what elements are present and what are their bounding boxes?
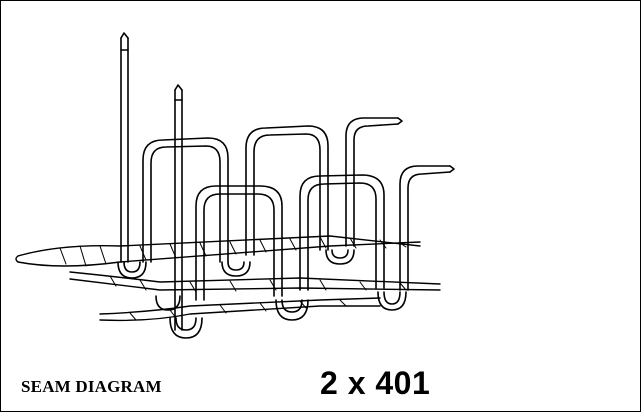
seam-code-label: 2 x 401 (320, 365, 431, 401)
front-row-eyelets (155, 291, 407, 339)
back-row-eyelets (117, 249, 355, 279)
bottom-thread-front (69, 271, 441, 322)
front-row-loops (195, 165, 455, 301)
needle-1 (120, 32, 129, 263)
bottom-thread-back (15, 235, 421, 267)
diagram-caption: SEAM DIAGRAM (21, 377, 162, 396)
back-row-loops (142, 117, 403, 263)
needle-2 (174, 84, 183, 331)
